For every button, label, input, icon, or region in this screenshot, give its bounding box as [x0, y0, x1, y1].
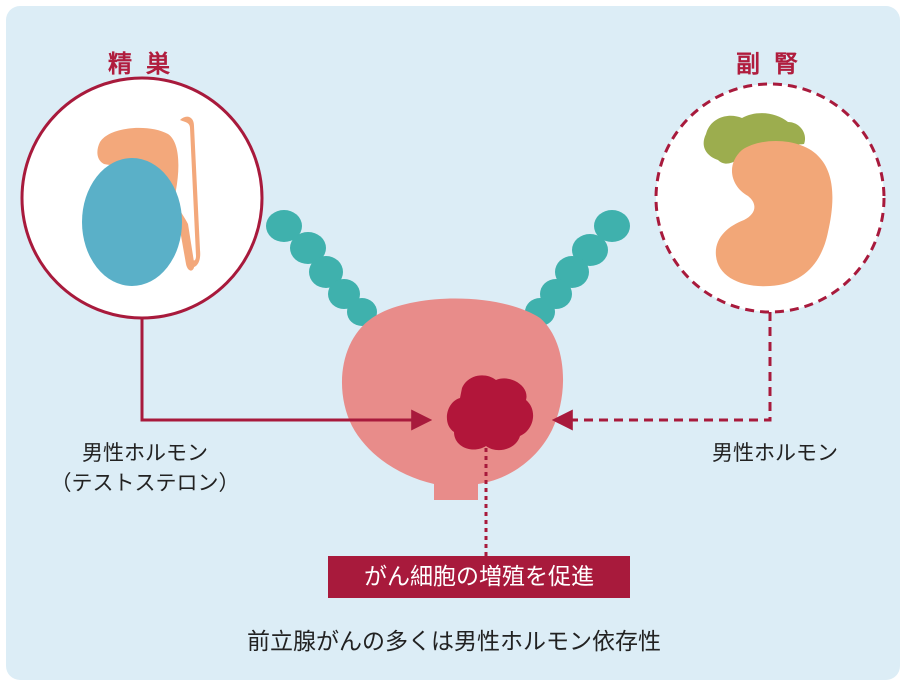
adrenal-heading: 副腎 — [736, 44, 812, 79]
promote-growth-label: がん細胞の増殖を促進 — [328, 556, 630, 598]
seminal-vesicle-right — [525, 210, 630, 326]
seminal-vesicle-left — [266, 210, 377, 326]
testis-shape — [82, 158, 182, 286]
testis-heading: 精巣 — [108, 44, 184, 79]
adrenal-hormone-label: 男性ホルモン — [680, 438, 870, 468]
adrenal-hormone-arrow — [556, 312, 770, 420]
testis-hormone-label: 男性ホルモン （テストステロン） — [30, 438, 260, 498]
prostate-shape — [342, 299, 563, 501]
summary-text: 前立腺がんの多くは男性ホルモン依存性 — [0, 622, 908, 656]
testis-hormone-line1: 男性ホルモン — [30, 438, 260, 468]
testis-hormone-line2: （テストステロン） — [30, 468, 260, 498]
